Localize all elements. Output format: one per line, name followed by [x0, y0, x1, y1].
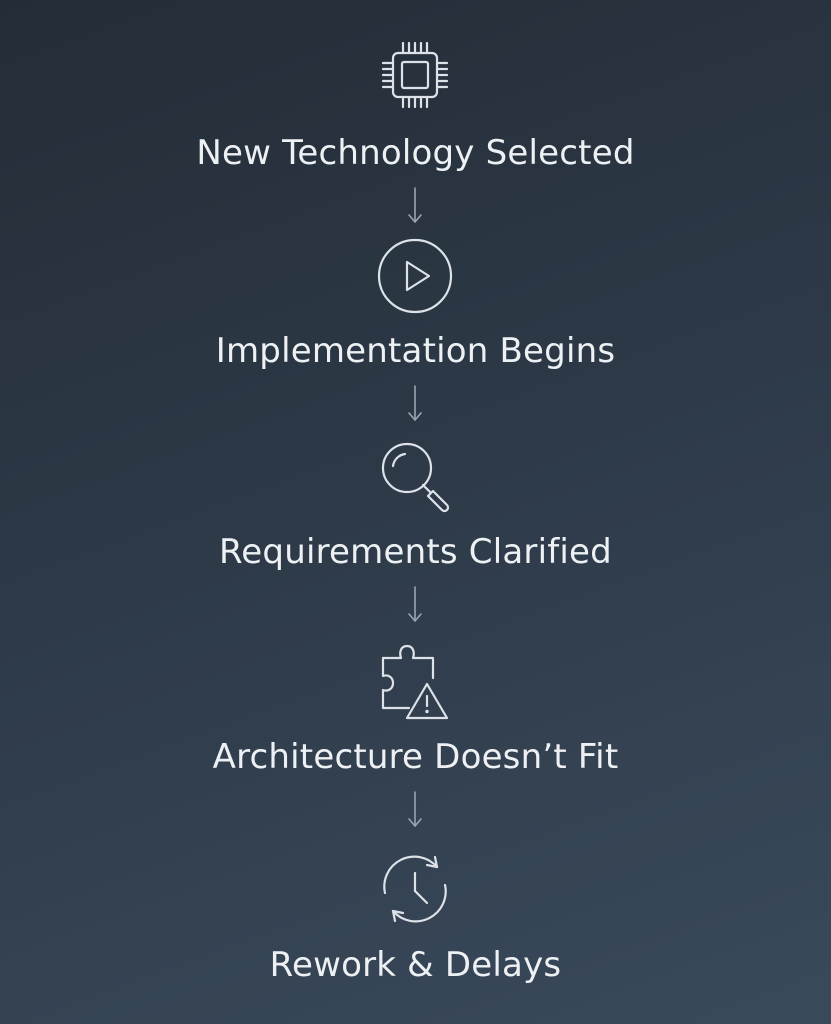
down-arrow-1: [405, 186, 425, 226]
puzzle-warning-icon: [375, 640, 455, 720]
step-label-architecture: Architecture Doesn’t Fit: [212, 737, 619, 777]
step-label-rework: Rework & Delays: [269, 945, 562, 985]
play-circle-icon: [375, 236, 455, 316]
down-arrow-3: [405, 585, 425, 625]
step-label-implementation: Implementation Begins: [215, 331, 616, 371]
cpu-chip-icon: [375, 35, 455, 115]
down-arrow-2: [405, 384, 425, 424]
step-label-requirements: Requirements Clarified: [219, 532, 612, 572]
clock-refresh-icon: [375, 849, 455, 929]
magnifier-icon: [375, 438, 455, 518]
down-arrow-4: [405, 790, 425, 830]
step-label-new-technology: New Technology Selected: [196, 133, 635, 173]
